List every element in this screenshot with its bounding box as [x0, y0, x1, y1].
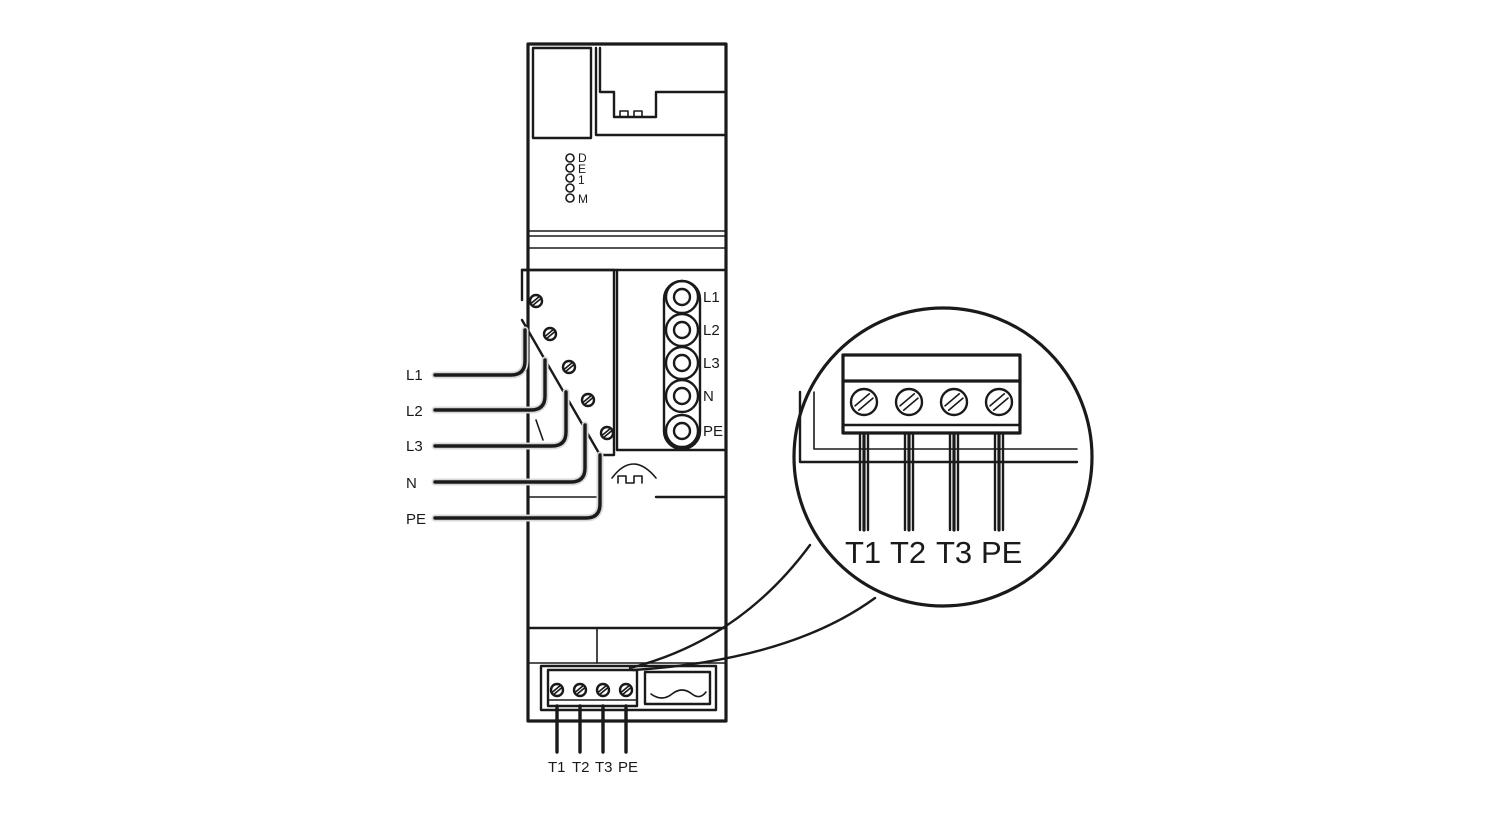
terminal-screw-icon — [984, 387, 1014, 417]
output-label-t2: T2 — [572, 759, 590, 776]
wire-label-l2: L2 — [406, 403, 423, 420]
cover-screw-group — [528, 293, 615, 441]
zoom-terminal-group — [849, 387, 1014, 532]
input-wire — [433, 358, 547, 412]
phase-terminal-stack — [662, 279, 702, 451]
led-indicator-group — [565, 153, 575, 203]
output-label-t1: T1 — [548, 759, 566, 776]
led-indicator-icon — [565, 163, 575, 173]
output-label-t3: T3 — [595, 759, 613, 776]
ring-terminal-icon — [664, 413, 700, 449]
label-layer: D E 1 M L1 L2 L3 N PE L1 L2 L3 N PE T1 T… — [406, 151, 1022, 776]
input-wire — [433, 453, 602, 520]
input-wire — [433, 328, 527, 377]
terminal-screw-icon — [849, 387, 879, 417]
led-indicator-icon — [565, 173, 575, 183]
phase-label-l3: L3 — [703, 355, 720, 372]
device-housing — [520, 42, 728, 723]
wire-label-l3: L3 — [406, 438, 423, 455]
zoom-circle — [792, 306, 1094, 608]
ring-terminal-icon — [664, 378, 700, 414]
terminal-screw-icon — [618, 682, 634, 698]
phase-label-pe: PE — [703, 423, 723, 440]
terminal-screw-icon — [894, 387, 924, 417]
wire-label-pe: PE — [406, 511, 426, 528]
zoom-label-pe: PE — [981, 535, 1022, 570]
phase-label-l2: L2 — [703, 322, 720, 339]
cover-screw-icon — [580, 392, 596, 408]
wire-tick — [535, 419, 544, 441]
terminal-screw-icon — [939, 387, 969, 417]
phase-label-n: N — [703, 388, 714, 405]
terminal-screw-icon — [595, 682, 611, 698]
led-label-e: E — [578, 162, 586, 176]
input-wire-halo — [431, 451, 604, 522]
ring-terminal-icon — [664, 312, 700, 348]
cover-screw-icon — [542, 326, 558, 342]
zoom-label-t3: T3 — [936, 535, 972, 570]
zoom-callout — [628, 306, 1094, 672]
output-label-pe: PE — [618, 759, 638, 776]
input-wire — [433, 390, 568, 448]
led-label-1: 1 — [578, 173, 585, 187]
terminal-screw-icon — [572, 682, 588, 698]
cover-screw-icon — [599, 425, 615, 441]
wire-label-l1: L1 — [406, 367, 423, 384]
cover-screw-icon — [561, 359, 577, 375]
led-label-d: D — [578, 151, 587, 165]
wire-label-n: N — [406, 475, 417, 492]
led-indicator-icon — [565, 183, 575, 193]
input-wire-halo — [431, 326, 529, 379]
input-wire — [433, 423, 587, 484]
led-label-m: M — [578, 192, 588, 206]
zoom-label-t1: T1 — [845, 535, 881, 570]
ring-terminal-icon — [664, 345, 700, 381]
output-terminal-group — [549, 682, 634, 754]
ring-terminal-icon — [664, 279, 700, 315]
led-indicator-icon — [565, 193, 575, 203]
led-indicator-icon — [565, 153, 575, 163]
zoom-label-t2: T2 — [890, 535, 926, 570]
cover-screw-icon — [528, 293, 544, 309]
terminal-screw-icon — [549, 682, 565, 698]
input-wire-group — [431, 326, 604, 522]
phase-label-l1: L1 — [703, 289, 720, 306]
